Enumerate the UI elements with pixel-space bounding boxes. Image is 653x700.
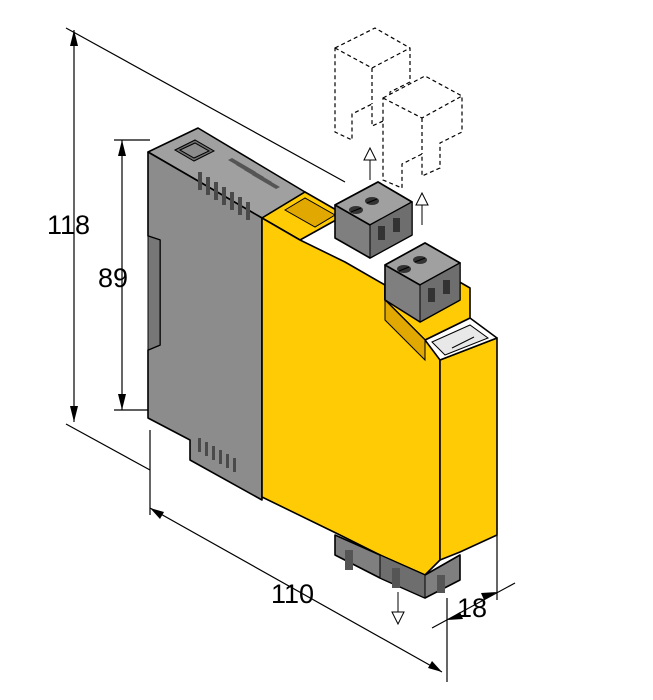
terminal-block-upper xyxy=(334,181,413,259)
gray-housing xyxy=(147,127,306,501)
side-vents xyxy=(198,172,250,472)
body-height-label: 89 xyxy=(98,263,128,293)
overall-height-label: 118 xyxy=(47,210,90,240)
top-vents xyxy=(228,158,280,189)
dimension-lines xyxy=(65,27,516,682)
width-label: 18 xyxy=(457,593,487,623)
terminal-block-bottom xyxy=(334,534,461,599)
plug-arrows xyxy=(363,146,429,626)
terminal-block-lower xyxy=(384,242,461,323)
pluggable-terminal-outline-1 xyxy=(334,27,411,141)
depth-label: 110 xyxy=(271,579,314,609)
pluggable-terminal-outline-2 xyxy=(382,75,463,189)
